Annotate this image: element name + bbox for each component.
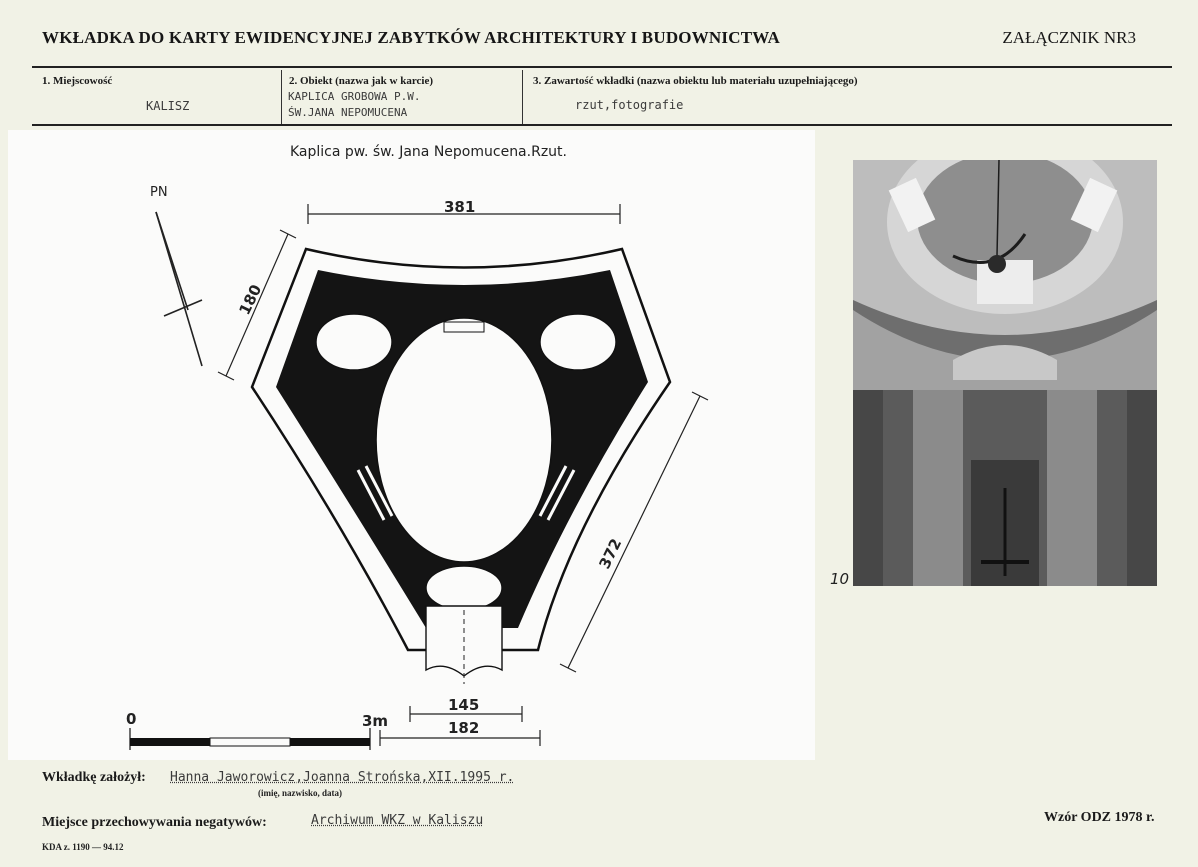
object-value-line1: KAPLICA GROBOWA P.W. bbox=[288, 90, 421, 103]
object-value-line2: ŚW.JANA NEPOMUCENA bbox=[288, 106, 408, 119]
dimension-entry-inner-label: 145 bbox=[448, 696, 479, 714]
dimension-right-label: 372 bbox=[595, 536, 625, 572]
plan-title: Kaplica pw. św. Jana Nepomucena.Rzut. bbox=[290, 144, 567, 160]
content-label: 3. Zawartość wkładki (nazwa obiektu lub … bbox=[533, 75, 858, 87]
right-apse bbox=[539, 313, 617, 371]
object-label: 2. Obiekt (nazwa jak w karcie) bbox=[289, 75, 434, 87]
dimension-right bbox=[559, 391, 709, 673]
dimension-left bbox=[217, 229, 297, 381]
left-window bbox=[356, 465, 394, 521]
field-separator bbox=[522, 70, 523, 126]
locality-value: KALISZ bbox=[146, 99, 190, 113]
left-apse bbox=[315, 313, 393, 371]
dimension-entry-inner bbox=[409, 706, 523, 722]
storage-value: Archiwum WKZ w Kaliszu bbox=[311, 813, 484, 828]
altar-step bbox=[443, 321, 485, 333]
north-label: PN bbox=[150, 185, 168, 200]
dimension-left-label: 180 bbox=[235, 282, 265, 318]
vestibule bbox=[425, 565, 503, 611]
storage-label: Miejsce przechowywania negatywów: bbox=[42, 815, 267, 830]
dimension-top-label: 381 bbox=[444, 198, 475, 216]
interior-photo-image bbox=[853, 160, 1157, 586]
content-value: rzut,fotografie bbox=[575, 98, 684, 112]
fields-divider bbox=[32, 124, 1172, 126]
dimension-top bbox=[307, 204, 621, 224]
floor-plan-drawing: Kaplica pw. św. Jana Nepomucena.Rzut. PN bbox=[126, 144, 709, 750]
print-code: KDA z. 1190 — 94.12 bbox=[42, 842, 124, 852]
form-code: Wzór ODZ 1978 r. bbox=[1044, 810, 1155, 825]
photo-number: 10 bbox=[830, 570, 850, 588]
locality-label: 1. Miejscowość bbox=[42, 75, 113, 87]
north-arrow bbox=[155, 211, 203, 367]
annex-number: ZAŁĄCZNIK NR3 bbox=[1002, 28, 1136, 47]
dimension-entry-outer-label: 182 bbox=[448, 719, 479, 737]
scale-start-label: 0 bbox=[126, 710, 136, 728]
field-separator bbox=[281, 70, 282, 126]
scale-bar bbox=[129, 728, 371, 750]
floor-plan: Kaplica pw. św. Jana Nepomucena.Rzut. PN bbox=[8, 130, 815, 760]
interior-photograph bbox=[853, 160, 1157, 586]
card-title: WKŁADKA DO KARTY EWIDENCYJNEJ ZABYTKÓW A… bbox=[42, 28, 781, 47]
right-window bbox=[538, 465, 576, 521]
scale-end-label: 3m bbox=[362, 712, 388, 730]
founder-value: Hanna Jaworowicz,Joanna Strońska,XII.199… bbox=[170, 770, 515, 785]
dimension-entry-outer bbox=[379, 730, 541, 746]
central-nave bbox=[375, 317, 553, 563]
founder-hint: (imię, nazwisko, data) bbox=[258, 788, 342, 798]
founder-label: Wkładkę założył: bbox=[42, 770, 146, 785]
header-divider bbox=[32, 66, 1172, 68]
